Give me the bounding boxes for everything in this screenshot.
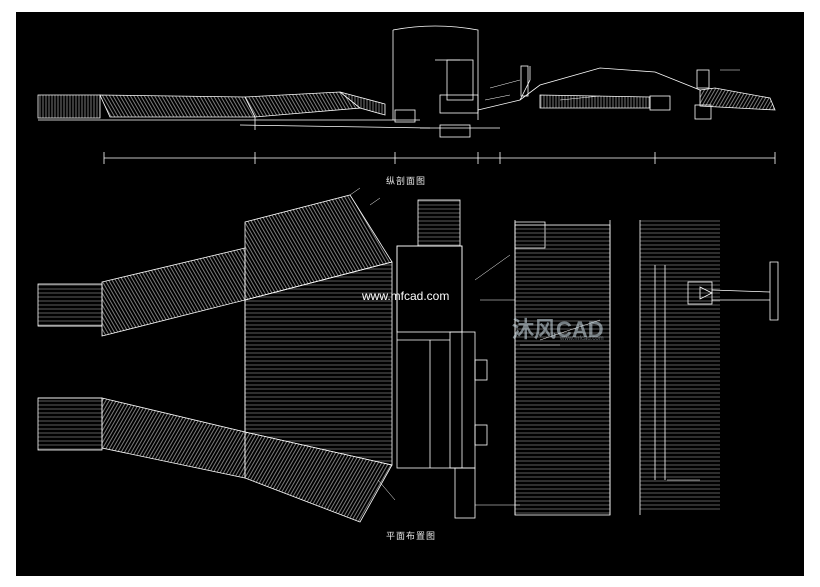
- watermark-url: www.mfcad.com: [362, 289, 450, 303]
- plan-layout: [37, 187, 779, 523]
- watermark-logo-sub: www.mfcad.com: [560, 336, 604, 342]
- plan-title: 平面布置图: [386, 532, 437, 542]
- watermark-logo: 沐风CAD: [512, 317, 604, 342]
- section-title: 纵剖面图: [386, 177, 427, 187]
- longitudinal-section: [37, 25, 776, 164]
